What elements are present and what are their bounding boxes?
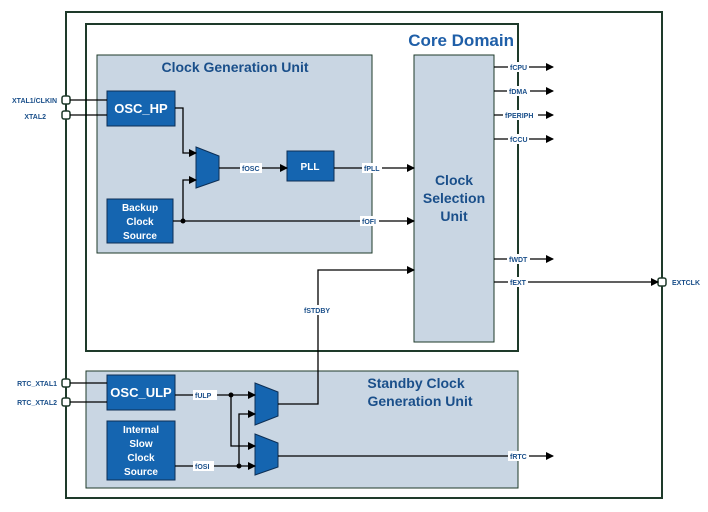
xtal1-pin-icon: [61, 95, 71, 105]
standby-title-2: Generation Unit: [367, 393, 472, 409]
isc-label-4: Source: [124, 467, 158, 478]
isc-label-1: Internal: [123, 425, 159, 436]
junction-dot: [228, 392, 234, 398]
isc-label-2: Slow: [129, 439, 153, 450]
junction-dot: [236, 463, 242, 469]
extclk-pin-label: EXTCLK: [672, 280, 700, 287]
backup-label-2: Clock: [126, 217, 154, 228]
csu-label-3: Unit: [440, 208, 468, 224]
csu-label-1: Clock: [435, 172, 473, 188]
backup-label-3: Source: [123, 231, 157, 242]
internal-slow-clock-source-block: [106, 420, 176, 481]
rtc-xtal2-pin-icon: [61, 397, 71, 407]
fwdt-label: fWDT: [509, 257, 528, 264]
fofi-label: fOFI: [362, 219, 376, 226]
rtc-xtal2-pin-label: RTC_XTAL2: [17, 400, 57, 407]
fcpu-label: fCPU: [510, 65, 527, 72]
isc-label-3: Clock: [127, 453, 155, 464]
frtc-label: fRTC: [510, 454, 527, 461]
fpll-label: fPLL: [364, 166, 380, 173]
fext-label: fEXT: [510, 280, 527, 287]
standby-title-1: Standby Clock: [367, 375, 464, 391]
fstdby-label: fSTDBY: [304, 308, 330, 315]
clock-mux-main: [195, 146, 220, 189]
fosi-label: fOSI: [195, 464, 209, 471]
backup-clock-source-block: [106, 198, 174, 244]
osc-hp-block: [106, 90, 176, 127]
rtc-xtal1-pin-icon: [61, 378, 71, 388]
fperiph-label: fPERIPH: [505, 113, 533, 120]
osc-ulp-label: OSC_ULP: [110, 385, 172, 400]
fulp-label: fULP: [195, 393, 212, 400]
xtal1-pin-label: XTAL1/CLKIN: [12, 98, 57, 105]
rtc-xtal1-pin-label: RTC_XTAL1: [17, 381, 57, 388]
backup-label-1: Backup: [122, 203, 158, 214]
fdma-label: fDMA: [509, 89, 527, 96]
extclk-pin-icon: [657, 277, 667, 287]
clock-generation-unit-title: Clock Generation Unit: [161, 59, 308, 75]
xtal2-pin-icon: [61, 110, 71, 120]
clock-selection-unit: [413, 54, 495, 343]
fccu-label: fCCU: [510, 137, 528, 144]
pll-block: [286, 150, 335, 182]
core-domain-title: Core Domain: [408, 31, 514, 50]
xtal2-pin-label: XTAL2: [24, 114, 46, 121]
junction-dot: [180, 218, 186, 224]
csu-label-2: Selection: [423, 190, 485, 206]
pll-label: PLL: [301, 162, 320, 173]
signal-labels: fOSC fPLL fOFI fSTDBY fULP fOSI fRTC fCP…: [193, 62, 538, 471]
osc-ulp-block: [106, 374, 176, 411]
osc-hp-label: OSC_HP: [114, 101, 168, 116]
fosc-label: fOSC: [242, 166, 260, 173]
rtc-mux: [254, 433, 279, 476]
